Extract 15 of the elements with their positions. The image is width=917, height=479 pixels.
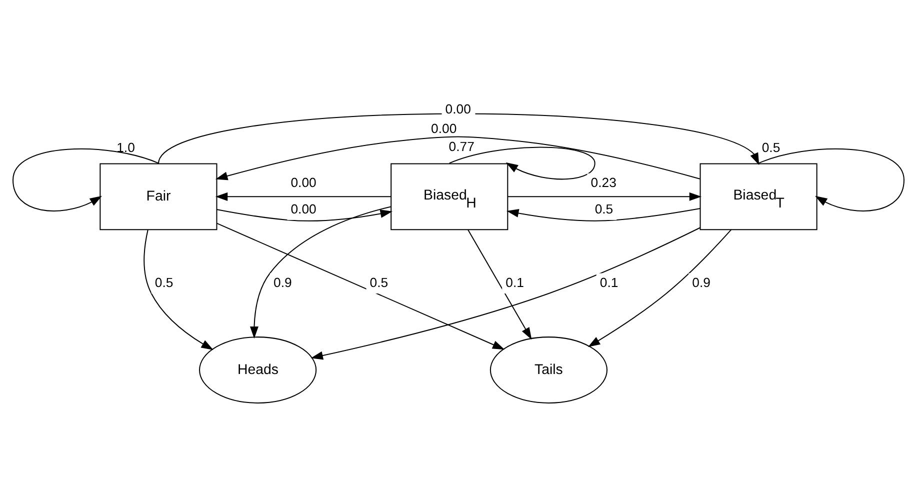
edge-label: 0.00	[290, 174, 316, 190]
edge-label: 0.00	[431, 120, 457, 136]
edge-label: 0.00	[445, 100, 471, 116]
edge-label: 0.1	[600, 274, 618, 290]
edge-label: 0.1	[506, 274, 524, 290]
edge-label: 0.5	[370, 274, 388, 290]
edge-label: 0.00	[290, 200, 316, 216]
edge-label: 0.5	[154, 274, 174, 290]
edge-label: 0.5	[762, 139, 780, 154]
edge-label: 0.23	[590, 174, 616, 190]
edge-label: 0.5	[594, 200, 614, 216]
edge-label: 0.9	[274, 274, 292, 290]
edge-label: 1.0	[116, 139, 135, 154]
edge-label: 0.77	[448, 138, 474, 154]
edge-label: 0.9	[692, 274, 710, 290]
